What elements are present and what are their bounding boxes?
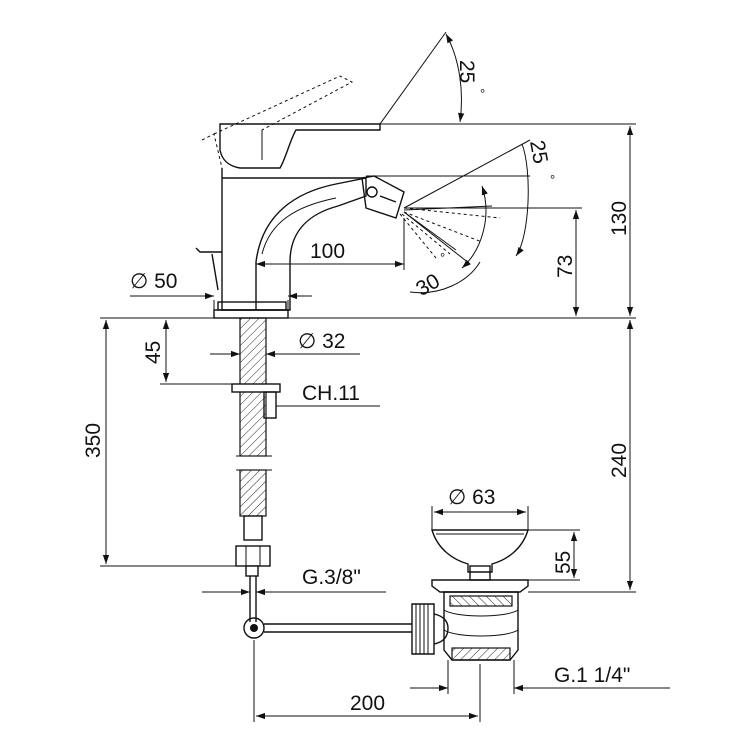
drain-height-label: 240 [608, 443, 631, 478]
handle-raised-outline [201, 75, 354, 169]
shank-diameter-label: ∅ 32 [298, 330, 346, 353]
waste-thread-label: G.1 1/4" [554, 664, 630, 687]
spout-reach-label: 100 [310, 240, 345, 263]
dimension-lines [100, 123, 670, 722]
rod-length-label: 200 [350, 692, 385, 715]
shank-length-label: 45 [142, 341, 165, 364]
mixer-body [195, 123, 405, 319]
base-diameter-label: ∅ 50 [130, 270, 178, 293]
spout-angle-degree: ° [550, 172, 555, 187]
drain-diameter-label: ∅ 63 [448, 486, 496, 509]
dimension-labels: 25 ° 25 ° 30 ° 100 ∅ 50 130 73 45 ∅ 32 C… [82, 60, 631, 715]
plug-height-label: 55 [552, 551, 575, 574]
handle-angle-degree: ° [480, 86, 485, 101]
jet-angle-label: 30 [412, 269, 444, 301]
waste-assembly [431, 529, 529, 661]
handle-angle-label: 25 [455, 60, 478, 83]
jet-angle-degree: ° [440, 250, 445, 265]
total-height-label: 130 [608, 201, 631, 236]
hose-thread-label: G.3/8" [302, 566, 361, 589]
pop-up-rod [243, 603, 435, 655]
spout-height-label: 73 [554, 255, 577, 278]
nut-size-label: CH.11 [302, 382, 360, 405]
shank-and-hose [231, 317, 281, 622]
spout-angle-label: 25 [525, 138, 552, 165]
angle-arcs [379, 31, 531, 294]
hose-length-label: 350 [82, 423, 105, 458]
